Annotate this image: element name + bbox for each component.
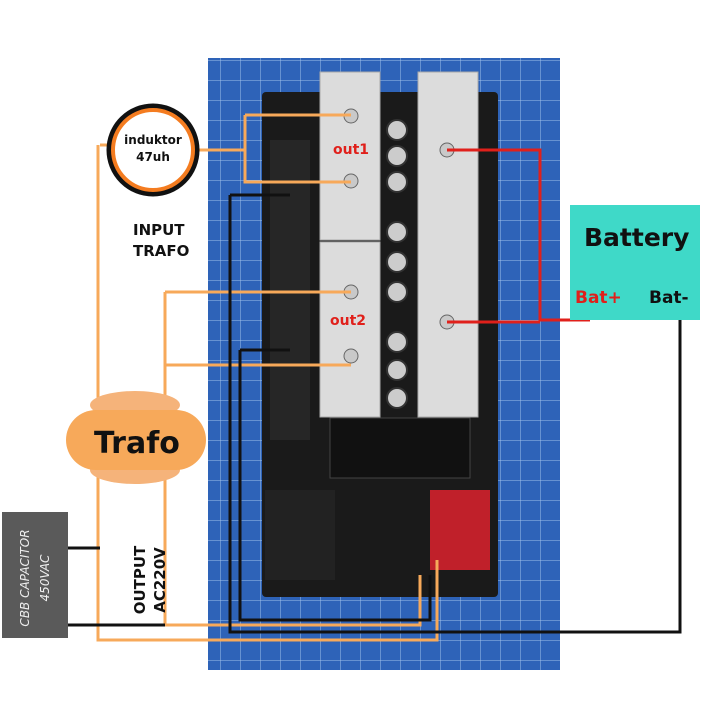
input-terminal-strip xyxy=(270,140,310,440)
cooling-fan xyxy=(329,417,471,479)
input-trafo-label: INPUT TRAFO xyxy=(133,220,189,262)
input-trafo-label-line1: INPUT xyxy=(133,221,185,239)
input-trafo-label-line2: TRAFO xyxy=(133,242,190,260)
heatsink-out2 xyxy=(319,241,381,418)
cbb-label-line1: CBB CAPACITOR xyxy=(18,529,32,627)
cbb-capacitor-label: CBB CAPACITOR 450VAC xyxy=(15,513,55,643)
bat-minus-label: Bat- xyxy=(649,288,689,308)
battery-label: Battery xyxy=(584,223,690,252)
bat-plus-label: Bat+ xyxy=(575,288,622,308)
trafo-symbol xyxy=(66,391,206,484)
heatsink-out1 xyxy=(319,71,381,241)
output-label-line2: AC220V xyxy=(151,547,169,613)
out1-label: out1 xyxy=(333,142,370,158)
output-label: OUTPUT AC220V xyxy=(130,510,170,650)
inductor-label-name: induktor xyxy=(124,133,182,147)
cbb-capacitor-box xyxy=(2,512,68,638)
driver-board xyxy=(265,490,335,580)
inductor-label-value: 47uh xyxy=(136,150,170,164)
trafo-label: Trafo xyxy=(94,426,180,461)
control-board xyxy=(430,490,490,570)
capacitor-column xyxy=(386,119,408,409)
black-wires xyxy=(68,193,682,634)
inductor-ring xyxy=(111,108,195,192)
orange-wires xyxy=(96,113,439,642)
out2-label: out2 xyxy=(330,313,367,329)
battery-box xyxy=(570,205,700,320)
heatsink-right xyxy=(417,71,479,418)
output-label-line1: OUTPUT xyxy=(131,545,149,615)
cbb-label-line2: 450VAC xyxy=(38,554,52,602)
inductor-label: induktor 47uh xyxy=(113,132,193,166)
